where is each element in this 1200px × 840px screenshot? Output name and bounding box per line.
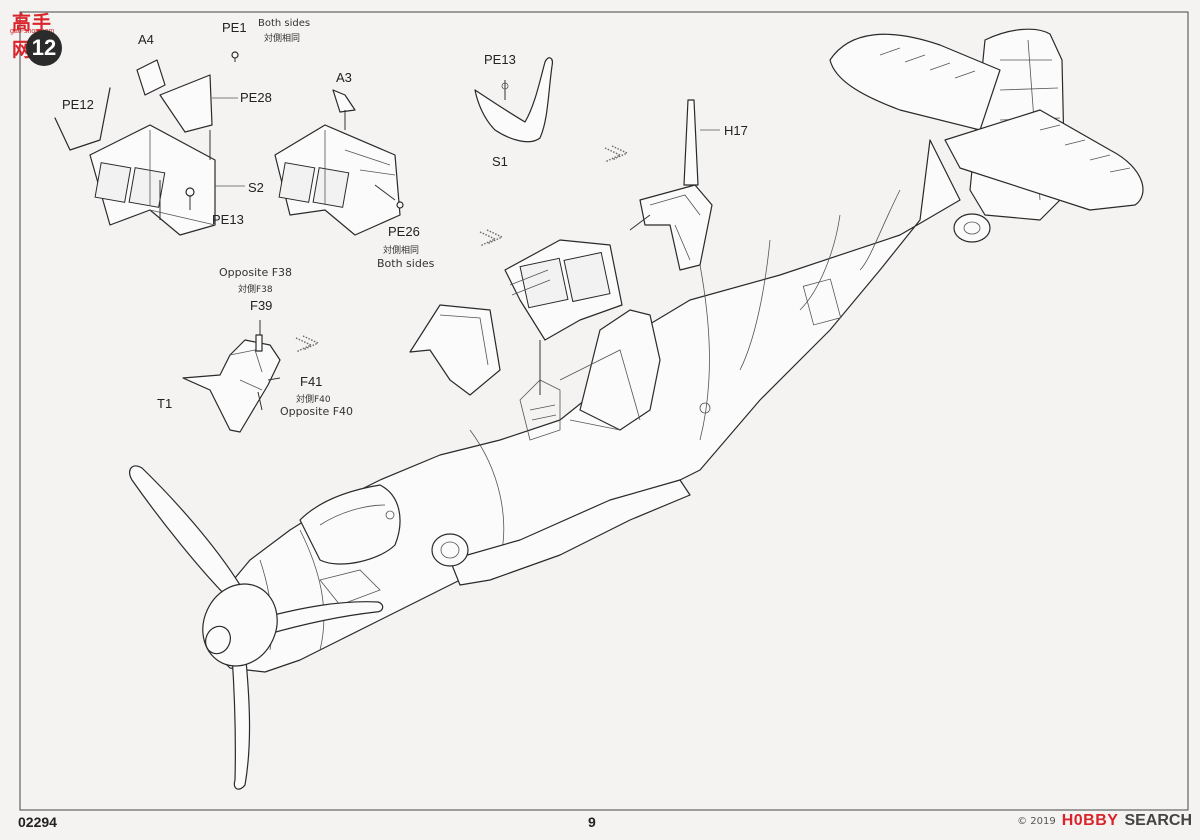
label-s1: S1: [492, 154, 508, 169]
watermark-copyright: © 2019: [1017, 815, 1056, 827]
hint-arrow-icon: [295, 145, 629, 353]
label-t1: T1: [157, 396, 173, 411]
logo-url: gao-shou.com: [10, 28, 55, 35]
footer-page: 9: [588, 814, 596, 830]
propeller: [129, 465, 384, 790]
page-frame: [19, 11, 1189, 811]
label-f39: F39: [250, 298, 273, 313]
label-both-sides-1-en: Both sides: [258, 18, 311, 29]
label-pe1: PE1: [222, 20, 247, 35]
watermark: © 2019 H0BBY SEARCH: [1017, 812, 1192, 830]
watermark-brand-a: H0BBY: [1061, 812, 1119, 829]
label-h17: H17: [724, 123, 748, 138]
label-pe12: PE12: [62, 97, 94, 112]
tail-assembly: [829, 28, 1144, 243]
label-pe13-top: PE13: [484, 52, 516, 67]
label-pe13-left: PE13: [212, 212, 244, 227]
part-a3-assembly: [274, 89, 404, 236]
step-badge: 12: [26, 30, 62, 66]
label-opposite-f40-cn: 対側F40: [296, 395, 331, 405]
label-opposite-f40-en: Opposite F40: [280, 405, 354, 418]
part-s2-assembly: [54, 51, 239, 236]
label-f41: F41: [300, 374, 323, 389]
part-t1-assembly: [182, 320, 281, 433]
label-both-sides-1-cn: 対側相同: [264, 34, 301, 44]
watermark-brand-b: SEARCH: [1124, 812, 1192, 829]
label-a3: A3: [336, 70, 352, 85]
fuselage: [209, 139, 961, 673]
footer-code: 02294: [18, 814, 57, 830]
canopy-parts: [409, 99, 713, 396]
label-a4: A4: [138, 32, 154, 47]
label-opposite-f38-en: Opposite F38: [219, 266, 293, 279]
label-pe28: PE28: [240, 90, 272, 105]
label-pe26: PE26: [388, 224, 420, 239]
label-s2: S2: [248, 180, 264, 195]
part-s1: [474, 57, 553, 143]
label-both-sides-2-en: Both sides: [377, 257, 435, 270]
leader-lines: [212, 97, 720, 187]
label-both-sides-2-cn: 対側相同: [383, 246, 420, 256]
label-opposite-f38-cn: 対側F38: [238, 285, 273, 295]
